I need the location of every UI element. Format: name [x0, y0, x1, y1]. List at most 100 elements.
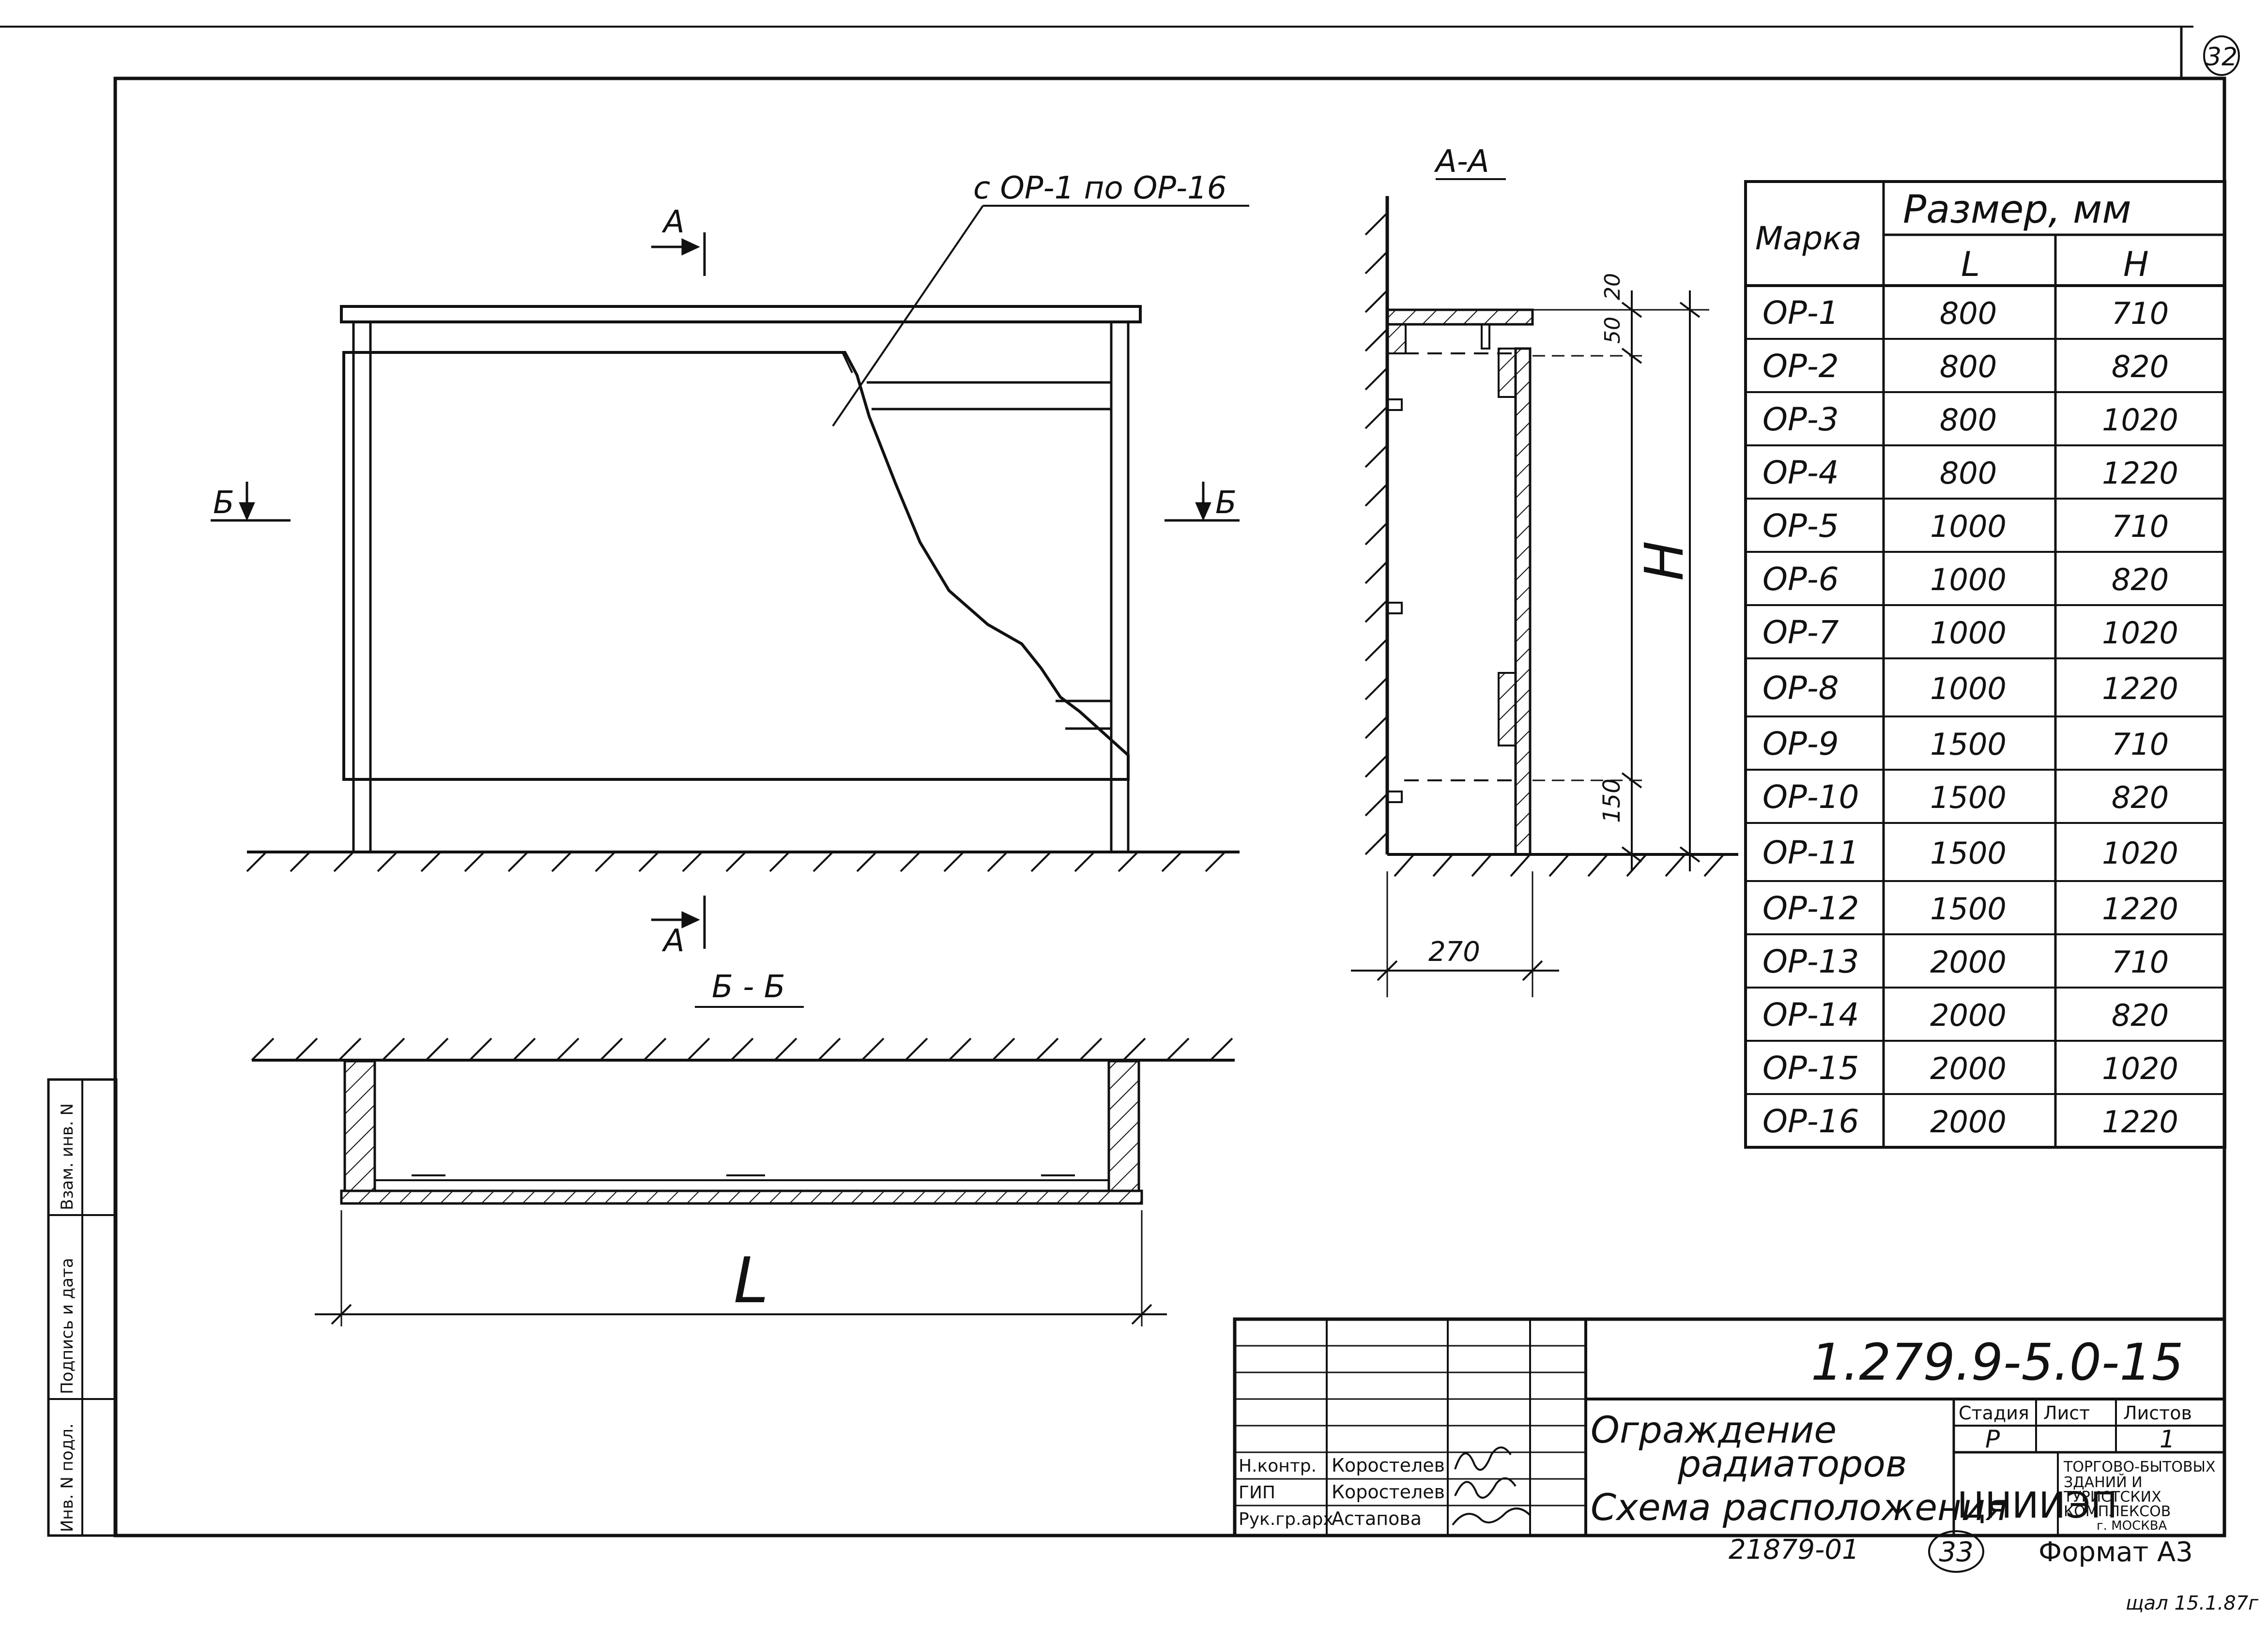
spec-row-mark: ОР-8: [1762, 669, 1839, 707]
dim-top-gap: 20: [1600, 273, 1625, 300]
side-stamp-sign: Подпись и дата: [58, 1258, 77, 1394]
spec-header-size: Размер, мм: [1903, 187, 2131, 232]
spec-row-l: 800: [1940, 456, 1997, 491]
copy-number: 33: [1939, 1537, 1973, 1568]
title-line1: Ограждение: [1591, 1408, 1837, 1451]
dim-length: L: [734, 1244, 768, 1317]
dim-height: H: [1633, 541, 1695, 581]
section-mark-a-top-label: А: [661, 204, 685, 240]
spec-table: [1744, 180, 2226, 1149]
org-line4: КОМПЛЕКСОВ: [2064, 1503, 2171, 1520]
copy-number-circle: [1928, 1530, 1984, 1573]
section-mark-a-bottom: [651, 896, 706, 949]
section-mark-a-bottom-label: А: [661, 923, 685, 959]
spec-row-h: 820: [2112, 780, 2169, 815]
section-mark-b-left-label: Б: [213, 485, 234, 521]
spec-row-h: 1020: [2102, 402, 2178, 438]
org-line1: ТОРГОВО-БЫТОВЫХ: [2063, 1459, 2216, 1476]
spec-row-h: 1220: [2102, 671, 2178, 706]
spec-row-mark: ОР-16: [1762, 1103, 1859, 1140]
org-line2: ЗДАНИЙ И: [2064, 1474, 2143, 1491]
spec-row-l: 2000: [1930, 998, 2007, 1033]
signature-role: ГИП: [1239, 1483, 1275, 1503]
doc-code: 1.279.9-5.0-15: [1811, 1333, 2184, 1392]
stage-value: Р: [1985, 1425, 2000, 1453]
spec-row-l: 1000: [1930, 615, 2007, 651]
section-mark-b-right: [1165, 482, 1240, 522]
spec-row-mark: ОР-3: [1762, 401, 1839, 438]
section-bb: [251, 1037, 1235, 1326]
spec-row-h: 820: [2112, 562, 2169, 597]
section-mark-b-left: [211, 482, 291, 522]
spec-row-l: 1500: [1930, 891, 2007, 927]
title-block: [1233, 1317, 2226, 1537]
spec-row-mark: ОР-13: [1762, 943, 1859, 980]
section-aa: [1351, 196, 1738, 997]
spec-row-mark: ОР-6: [1762, 561, 1839, 598]
title-line2: радиаторов: [1677, 1442, 1907, 1485]
spec-row-l: 1500: [1930, 727, 2007, 762]
spec-row-l: 800: [1940, 402, 1997, 438]
signature-role: Рук.гр.арх: [1239, 1509, 1333, 1529]
spec-row-h: 710: [2112, 296, 2169, 331]
section-aa-title: А-А: [1434, 144, 1489, 180]
spec-row-h: 1220: [2102, 891, 2178, 927]
sheet-number: 32: [2206, 43, 2237, 72]
spec-row-l: 1000: [1930, 562, 2007, 597]
spec-row-h: 1020: [2102, 836, 2178, 871]
side-stamp: Инв. N подл. Подпись и дата Взам. инв. N: [47, 1078, 118, 1537]
side-stamp-replace: Взам. инв. N: [58, 1103, 77, 1210]
spec-row-h: 1020: [2102, 615, 2178, 651]
signature-marks: [1452, 1446, 1531, 1526]
footer-note: щал 15.1.87г: [2126, 1592, 2259, 1614]
spec-row-mark: ОР-9: [1762, 725, 1839, 762]
spec-row-mark: ОР-12: [1762, 890, 1859, 927]
spec-row-l: 1000: [1930, 671, 2007, 706]
sheet-label: Лист: [2043, 1402, 2090, 1424]
spec-row-mark: ОР-2: [1762, 348, 1839, 385]
signature-role: Н.контр.: [1239, 1456, 1317, 1476]
callout-label: с ОР-1 по ОР-16: [973, 170, 1227, 206]
spec-row-mark: ОР-11: [1762, 834, 1859, 871]
spec-row-l: 800: [1940, 349, 1997, 384]
sheets-label: Листов: [2123, 1402, 2192, 1424]
signature-name: Коростелев: [1332, 1481, 1445, 1503]
spec-row-l: 2000: [1930, 1104, 2007, 1140]
spec-row-h: 710: [2112, 509, 2169, 544]
title-line3: Схема расположения: [1591, 1486, 2007, 1529]
section-mark-a-top: [651, 232, 706, 276]
spec-row-h: 710: [2112, 727, 2169, 762]
spec-row-l: 2000: [1930, 1051, 2007, 1086]
org-logo: ЦНИИЭП: [1957, 1485, 2117, 1526]
front-view: [246, 305, 1240, 872]
signature-name: Астапова: [1332, 1508, 1422, 1529]
signature-name: Коростелев: [1332, 1455, 1445, 1476]
spec-row-h: 820: [2112, 998, 2169, 1033]
dim-top-panel: 50: [1600, 317, 1625, 344]
spec-row-mark: ОР-10: [1762, 778, 1859, 816]
spec-row-h: 820: [2112, 349, 2169, 384]
spec-row-l: 1000: [1930, 509, 2007, 544]
spec-header-l: L: [1961, 244, 1980, 284]
spec-row-h: 710: [2112, 944, 2169, 980]
side-stamp-inv: Инв. N подл.: [58, 1423, 77, 1532]
dim-bottom: 150: [1598, 778, 1625, 823]
spec-row-h: 1220: [2102, 456, 2178, 491]
spec-row-mark: ОР-1: [1762, 294, 1839, 332]
spec-header-h: H: [2123, 244, 2149, 284]
format-label: Формат А3: [2038, 1537, 2193, 1568]
archive-number: 21879-01: [1729, 1534, 1859, 1566]
org-line3: ТУРИСТСКИХ: [2063, 1489, 2161, 1506]
dim-depth: 270: [1428, 936, 1480, 968]
stage-label: Стадия: [1959, 1402, 2029, 1424]
spec-row-mark: ОР-15: [1762, 1050, 1859, 1087]
sheets-value: 1: [2160, 1425, 2175, 1453]
sheet-number-badge: 32: [2203, 35, 2240, 76]
spec-row-mark: ОР-5: [1762, 507, 1839, 545]
spec-row-l: 2000: [1930, 944, 2007, 980]
spec-row-l: 800: [1940, 296, 1997, 331]
spec-header-mark: Марка: [1755, 220, 1862, 257]
